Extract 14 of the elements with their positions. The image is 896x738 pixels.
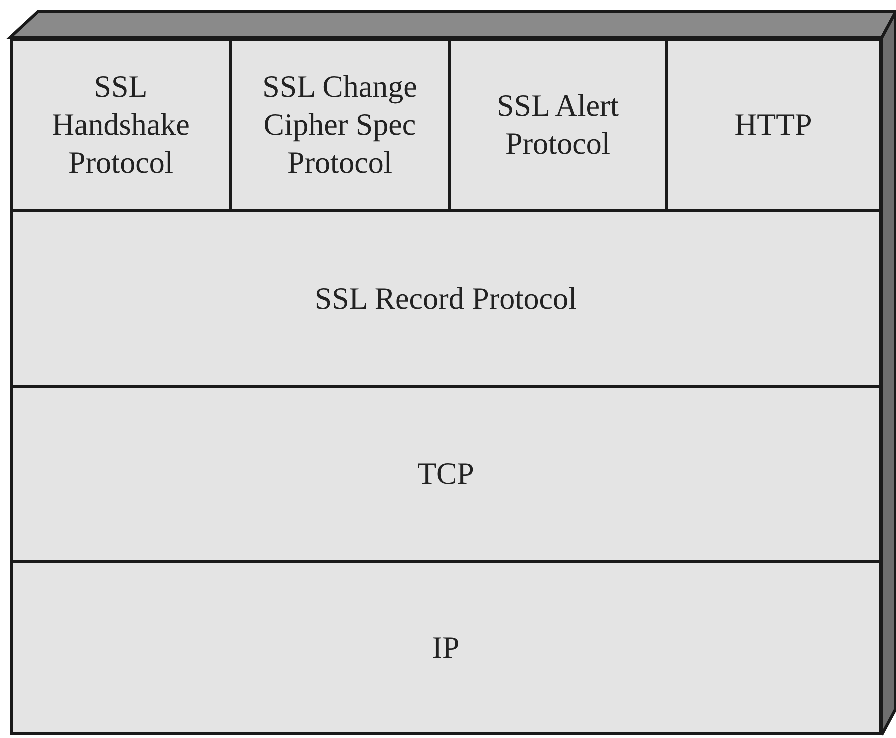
layer-label: SSL Handshake Protocol <box>51 68 191 182</box>
layer-label: SSL Record Protocol <box>314 280 578 318</box>
protocol-layer-box <box>229 38 451 212</box>
protocol-layer-box <box>10 209 882 388</box>
layer-label: IP <box>431 628 461 666</box>
protocol-layer-box <box>10 38 232 212</box>
layer-label: SSL Alert Protocol <box>496 87 620 163</box>
layer-label: SSL Change Cipher Spec Protocol <box>262 68 418 182</box>
protocol-layer-box <box>10 385 882 563</box>
protocol-layer-box <box>448 38 668 212</box>
protocol-layer-box <box>665 38 882 212</box>
protocol-layer-box <box>10 560 882 735</box>
layer-label: TCP <box>416 455 476 493</box>
layer-label: HTTP <box>734 106 814 144</box>
